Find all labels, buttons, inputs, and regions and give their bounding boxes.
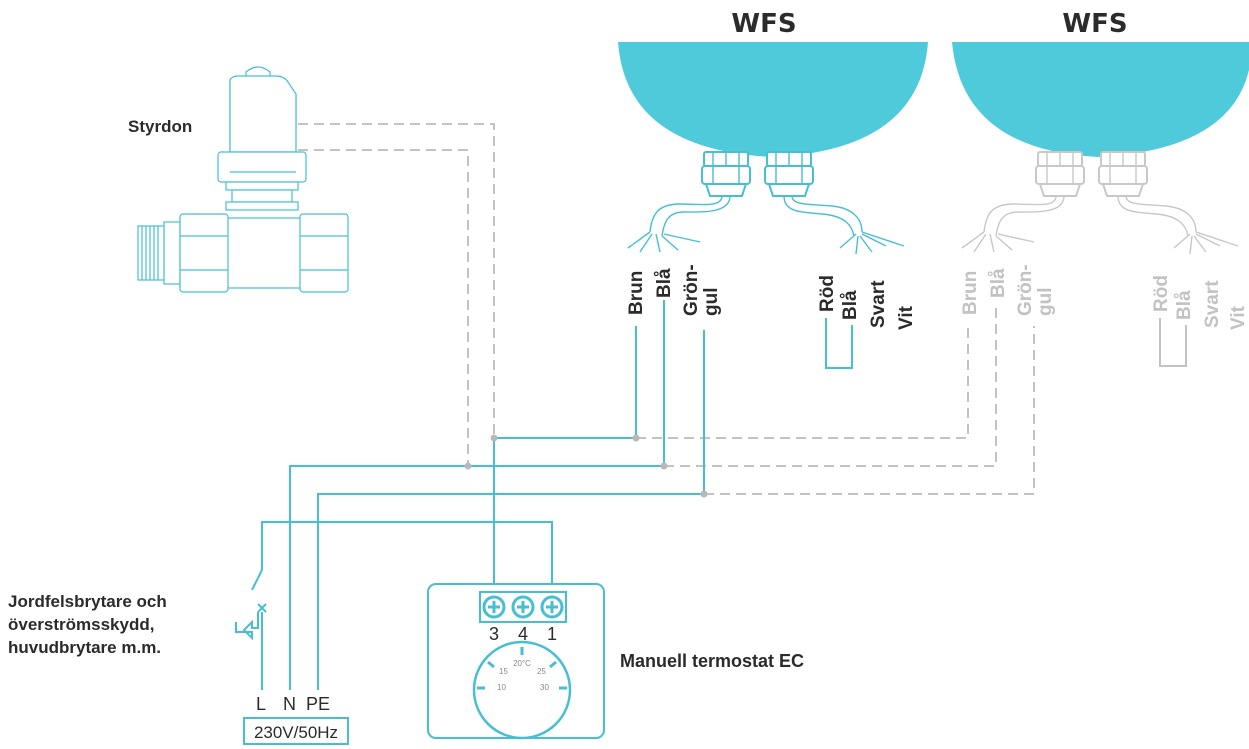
supply-terminal-l: L: [256, 694, 266, 714]
junction-dots: [464, 434, 708, 498]
supply-rating-box: [243, 717, 349, 745]
terminal-label-1: 1: [547, 624, 557, 644]
heater-1-cable-left: [627, 195, 731, 253]
heater-1-wire-rod: Röd: [817, 275, 838, 312]
terminal-screw-1: [540, 595, 564, 619]
supply-rating: 230V/50Hz: [254, 723, 338, 742]
supply-terminal-pe: PE: [306, 694, 330, 714]
thermostat-label: Manuell termostat EC: [620, 651, 804, 671]
terminal-screw-3: [482, 595, 506, 619]
actuator-valve: Styrdon: [128, 66, 349, 293]
heater-1-jumper: [825, 318, 853, 369]
valve-thread: [141, 226, 159, 280]
breaker-label-line-2: överströmsskydd,: [8, 615, 154, 634]
terminal-screw-4: [511, 595, 535, 619]
actuator-label: Styrdon: [128, 117, 192, 136]
heater-2-gland-left: [1035, 151, 1085, 197]
dial-mark-30: 30: [540, 683, 549, 692]
heater-2-wire-bla: Blå: [988, 268, 1009, 298]
dial-mark-10: 10: [497, 683, 506, 692]
heater-2-wire-svart: Svart: [1202, 280, 1223, 328]
heater-1-wire-brun: Brun: [626, 271, 647, 315]
solid-wires: [261, 300, 705, 690]
breaker-symbol: [235, 569, 267, 641]
heater-2-wire-brun: Brun: [960, 271, 981, 315]
dial-mark-15: 15: [499, 667, 508, 676]
supply-terminal-n: N: [283, 694, 296, 714]
heater-1-gland-right: [764, 151, 814, 197]
heater-1: WFS Brun Blå Grön-: [618, 9, 928, 369]
heater-2-wire-gron: Grön-: [1015, 264, 1036, 316]
heater-1-wire-svart: Svart: [868, 280, 889, 328]
terminal-label-3: 3: [489, 624, 499, 644]
heater-2-wire-bla-2: Blå: [1174, 290, 1195, 320]
heater-2-wire-vit: Vit: [1228, 305, 1249, 330]
heater-1-dome: [618, 42, 928, 157]
heater-1-wire-bla-2: Blå: [840, 290, 861, 320]
terminal-label-4: 4: [518, 624, 528, 644]
heater-2-wire-gul: gul: [1035, 288, 1056, 317]
breaker-label-line-1: Jordfelsbrytare och: [8, 592, 167, 611]
breaker-label-line-3: huvudbrytare m.m.: [8, 638, 161, 657]
heater-1-gland-left: [701, 151, 751, 197]
dial-mark-20: 20°C: [513, 659, 531, 668]
thermostat-dial: 10 15 20°C 25 30: [472, 640, 572, 740]
heater-1-title: WFS: [731, 9, 796, 39]
heater-2-cable-right: [1117, 195, 1239, 255]
heater-1-wire-gron: Grön-: [681, 264, 702, 316]
dashed-wires: [298, 123, 1035, 495]
heater-1-wire-vit: Vit: [896, 305, 917, 330]
heater-2-wire-rod: Röd: [1151, 275, 1172, 312]
thermostat: 3 4 1 10 15 20°C 25 30 Manuell termostat…: [427, 583, 804, 740]
power-supply: L N PE 230V/50Hz: [243, 694, 349, 745]
heater-2-title: WFS: [1062, 9, 1127, 39]
dial-mark-25: 25: [537, 667, 546, 676]
heater-2-gland-right: [1098, 151, 1148, 197]
heater-2-cable-left: [961, 195, 1065, 253]
heater-1-cable-right: [783, 195, 905, 255]
heater-1-wire-bla: Blå: [654, 268, 675, 298]
heater-2-jumper: [1159, 318, 1187, 367]
breaker-label: Jordfelsbrytare och överströmsskydd, huv…: [8, 592, 167, 657]
heater-2-dome: [952, 42, 1249, 157]
heater-2: WFS Brun Blå Grön- gul Röd: [952, 9, 1249, 367]
heater-1-wire-gul: gul: [701, 288, 722, 317]
